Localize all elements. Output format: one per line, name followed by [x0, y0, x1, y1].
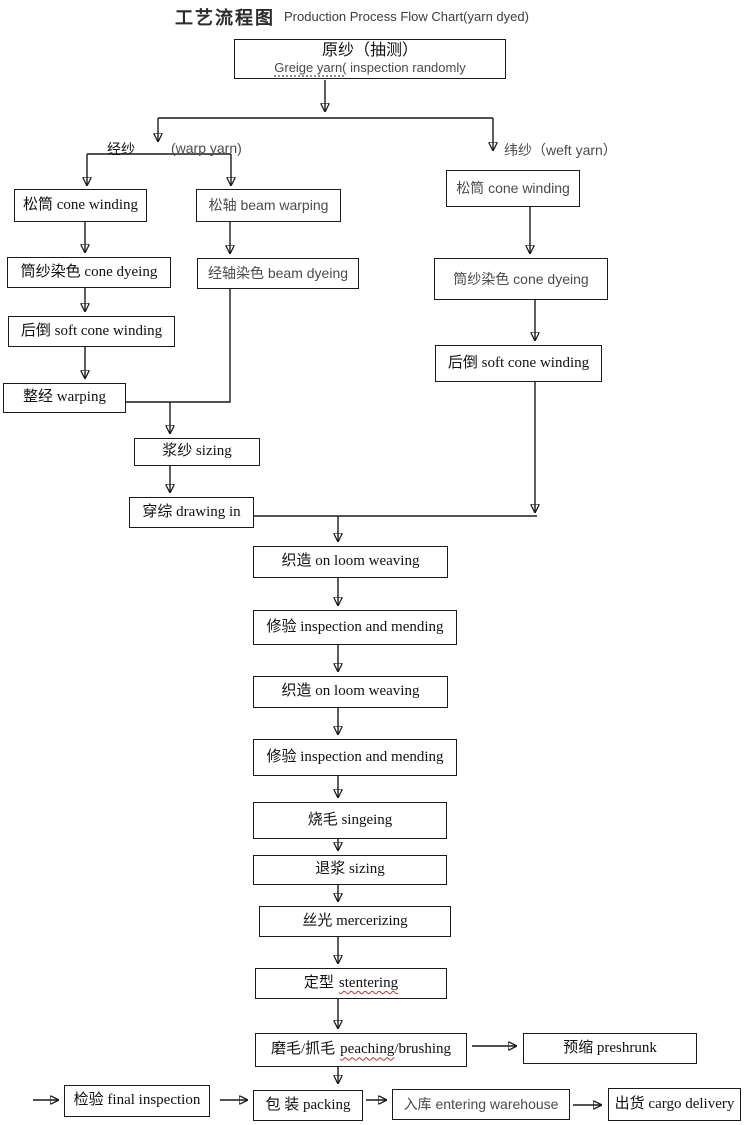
node-desizing: 退浆 sizing: [253, 855, 447, 885]
node-mercerizing: 丝光 mercerizing: [259, 906, 451, 937]
node-mending-1: 修验 inspection and mending: [253, 610, 457, 645]
peaching-en: peaching: [340, 1041, 395, 1058]
node-entering-warehouse: 入库 entering warehouse: [392, 1089, 570, 1120]
greige-yarn-en-text: Greige yarn( inspection randomly: [274, 60, 466, 76]
node-packing: 包 装 packing: [253, 1090, 363, 1121]
page-title-zh: 工艺流程图: [175, 8, 275, 28]
node-weaving-2: 织造 on loom weaving: [253, 676, 448, 708]
node-singeing: 烧毛 singeing: [253, 802, 447, 839]
node-mending-2: 修验 inspection and mending: [253, 739, 457, 776]
node-sizing: 浆纱 sizing: [134, 438, 260, 466]
node-drawing-in: 穿综 drawing in: [129, 497, 254, 528]
page-title-en: Production Process Flow Chart(yarn dyed): [284, 9, 529, 24]
node-greige-yarn: 原纱（抽测） Greige yarn( inspection randomly: [234, 39, 506, 79]
node-warp-cone-winding: 松筒 cone winding: [14, 189, 147, 222]
node-warping: 整经 warping: [3, 383, 126, 413]
connector-beam-dyeing-elbow: [126, 289, 231, 403]
stentering-zh: 定型: [303, 974, 334, 991]
branch-label-warp-en: (warp yarn): [171, 140, 242, 156]
brushing-en: /brushing: [394, 1041, 451, 1058]
peaching-zh: 磨毛/抓毛: [271, 1041, 336, 1058]
node-cargo-delivery: 出货 cargo delivery: [608, 1088, 741, 1121]
node-weaving-1: 织造 on loom weaving: [253, 546, 448, 578]
branch-label-weft: 纬纱（weft yarn）: [504, 142, 617, 158]
greige-yarn-zh-text: 原纱（抽测）: [321, 41, 418, 59]
node-warp-cone-dyeing: 筒纱染色 cone dyeing: [7, 257, 171, 288]
greige-yarn-en-part1: Greige yarn(: [274, 60, 347, 76]
stentering-en: stentering: [338, 974, 399, 991]
greige-yarn-en-part2: inspection randomly: [346, 60, 466, 76]
node-beam-warping: 松轴 beam warping: [196, 189, 341, 222]
node-weft-soft-cone-winding: 后倒 soft cone winding: [435, 345, 602, 382]
node-weft-cone-winding: 松筒 cone winding: [446, 170, 580, 207]
node-warp-soft-cone-winding: 后倒 soft cone winding: [8, 316, 175, 347]
branch-label-warp-zh: 经纱: [107, 143, 135, 158]
node-preshrunk: 预缩 preshrunk: [523, 1033, 697, 1064]
node-beam-dyeing: 经轴染色 beam dyeing: [197, 258, 359, 289]
node-weft-cone-dyeing: 筒纱染色 cone dyeing: [434, 258, 608, 300]
node-final-inspection: 检验 final inspection: [64, 1085, 210, 1117]
